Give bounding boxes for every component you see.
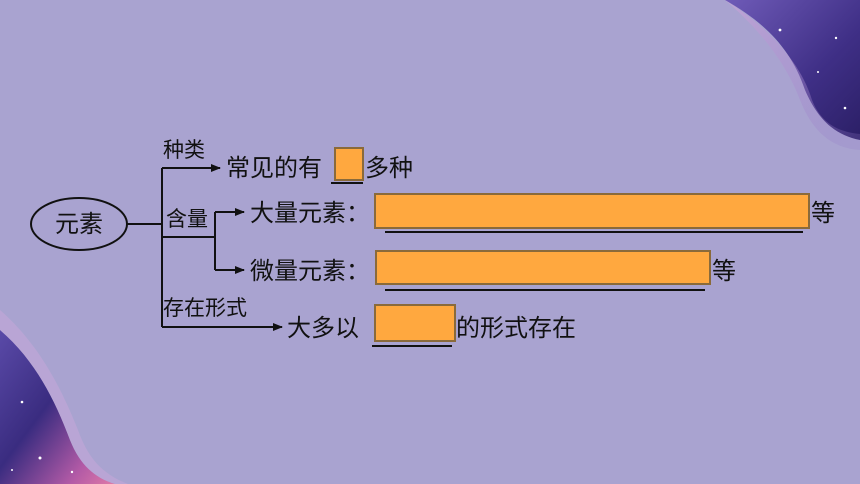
kinds-answer-mask[interactable]	[334, 147, 364, 181]
trace-blank-underline	[385, 289, 705, 291]
star	[778, 28, 782, 32]
swirl-top-right	[725, 0, 860, 140]
kinds-text-before: 常见的有	[226, 154, 322, 182]
form-answer-mask[interactable]	[374, 304, 456, 342]
branch-label-form: 存在形式	[163, 296, 247, 320]
star	[843, 106, 847, 110]
major-elements-label: 大量元素：	[250, 199, 370, 227]
swirl-bottom-left	[0, 330, 115, 484]
swirl-bottom-left-glow	[0, 310, 128, 484]
form-text-after: 的形式存在	[456, 314, 576, 342]
swirl-top-right-glow	[725, 0, 860, 150]
star	[817, 71, 819, 73]
major-blank-underline	[385, 231, 803, 233]
star	[11, 469, 13, 471]
kinds-text-after: 多种	[365, 154, 413, 182]
major-text-after: 等	[811, 199, 835, 227]
star	[834, 36, 838, 40]
root-label: 元素	[55, 210, 103, 238]
form-blank-underline	[372, 345, 452, 347]
form-text-before: 大多以	[287, 314, 359, 342]
trace-elements-label: 微量元素：	[250, 257, 370, 285]
kinds-blank-underline	[331, 182, 363, 184]
star	[70, 470, 74, 474]
branch-label-content: 含量	[166, 207, 208, 231]
trace-answer-mask[interactable]	[375, 250, 711, 285]
branch-label-kinds: 种类	[163, 138, 205, 162]
star	[20, 400, 24, 404]
star	[38, 456, 42, 460]
trace-text-after: 等	[712, 257, 736, 285]
major-answer-mask[interactable]	[374, 193, 810, 229]
